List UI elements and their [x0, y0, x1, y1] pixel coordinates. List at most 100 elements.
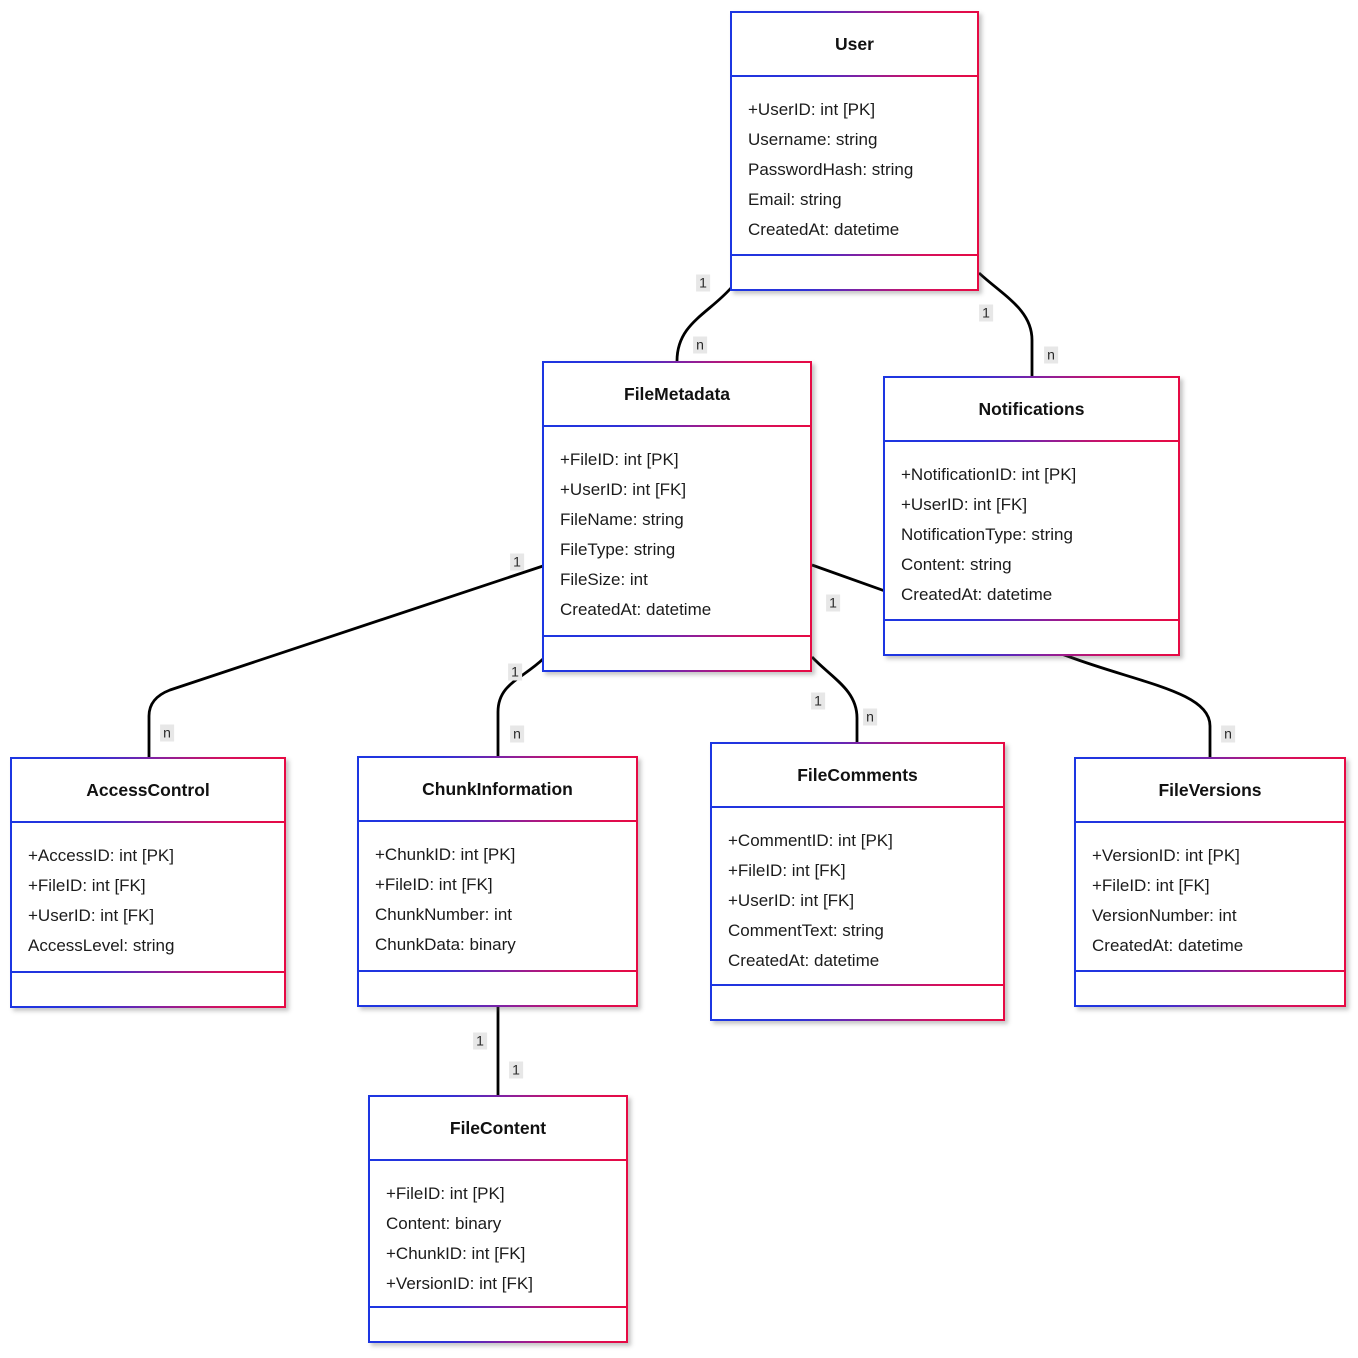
separator [732, 254, 977, 256]
entity-accesscontrol-title: AccessControl [86, 780, 210, 800]
attribute-row: CreatedAt: datetime [748, 220, 900, 239]
multiplicity-label: n [693, 336, 707, 354]
attribute-row: +NotificationID: int [PK] [901, 465, 1077, 484]
multiplicity-label: n [1221, 725, 1235, 743]
multiplicity-label: 1 [508, 663, 522, 681]
entity-chunkinformation-attributes: +ChunkID: int [PK] +FileID: int [FK] Chunk… [359, 822, 636, 970]
attribute-row: +UserID: int [FK] [560, 480, 687, 499]
attribute-row: +FileID: int [PK] [386, 1184, 505, 1203]
entity-fileversions-title: FileVersions [1158, 780, 1262, 800]
attribute-row: +FileID: int [FK] [728, 861, 846, 880]
multiplicity-label: 1 [696, 274, 710, 292]
entity-filemetadata-attributes: +FileID: int [PK] +UserID: int [FK] FileNa… [544, 427, 810, 635]
separator [370, 1306, 626, 1308]
attribute-row: +ChunkID: int [FK] [386, 1244, 526, 1263]
attribute-row: NotificationType: string [901, 525, 1073, 544]
entity-chunkinformation-title: ChunkInformation [422, 779, 573, 799]
attribute-row: CommentText: string [728, 921, 884, 940]
entity-filecomments-title: FileComments [797, 765, 918, 785]
entity-notifications-methods-empty [885, 621, 1178, 654]
entity-fileversions-methods-empty [1076, 972, 1344, 1005]
attribute-row: AccessLevel: string [28, 936, 175, 955]
attribute-row: FileSize: int [560, 570, 648, 589]
multiplicity-label: n [1044, 346, 1058, 364]
entity-chunkinformation: ChunkInformation +ChunkID: int [PK] +File… [357, 756, 638, 1007]
edge-filemetadata-fileversions [811, 563, 1212, 758]
attribute-row: PasswordHash: string [748, 160, 914, 179]
separator [359, 820, 636, 822]
attribute-row: +CommentID: int [PK] [728, 831, 893, 850]
entity-fileversions: FileVersions +VersionID: int [PK] +FileID… [1074, 757, 1346, 1007]
multiplicity-label: 1 [509, 1061, 523, 1079]
multiplicity-label: 1 [979, 304, 993, 322]
attribute-row: +FileID: int [FK] [375, 875, 493, 894]
attribute-row: +FileID: int [FK] [1092, 876, 1210, 895]
entity-fileversions-attributes: +VersionID: int [PK] +FileID: int [FK] Ver… [1076, 823, 1344, 970]
multiplicity-label: 1 [510, 553, 524, 571]
attribute-row: +FileID: int [PK] [560, 450, 679, 469]
edge-user-notifications [978, 271, 1034, 377]
attribute-row: Content: binary [386, 1214, 502, 1233]
attribute-row: +UserID: int [PK] [748, 100, 876, 119]
multiplicity-label: n [510, 725, 524, 743]
attribute-row: FileName: string [560, 510, 684, 529]
entity-filemetadata-title: FileMetadata [624, 384, 730, 404]
separator [12, 821, 284, 823]
attribute-row: CreatedAt: datetime [728, 951, 880, 970]
attribute-row: VersionNumber: int [1092, 906, 1237, 925]
attribute-row: +UserID: int [FK] [728, 891, 855, 910]
separator [1076, 821, 1344, 823]
attribute-row: Content: string [901, 555, 1012, 574]
attribute-row: FileType: string [560, 540, 676, 559]
entity-notifications-title: Notifications [978, 399, 1085, 419]
separator [544, 635, 810, 637]
attribute-row: +UserID: int [FK] [901, 495, 1028, 514]
attribute-row: CreatedAt: datetime [901, 585, 1053, 604]
separator [712, 806, 1003, 808]
attribute-row: Email: string [748, 190, 842, 209]
multiplicity-label: n [863, 708, 877, 726]
separator [359, 970, 636, 972]
separator [885, 440, 1178, 442]
attribute-row: ChunkNumber: int [375, 905, 513, 924]
entity-notifications: Notifications +NotificationID: int [PK]+… [883, 376, 1180, 656]
edge-filemetadata-chunkinformation [496, 657, 544, 757]
separator [885, 619, 1178, 621]
entity-notifications-attributes: +NotificationID: int [PK] +UserID: int [F… [885, 442, 1178, 619]
separator [370, 1159, 626, 1161]
entity-filecomments-attributes: +CommentID: int [PK] +FileID: int [FK] +Us… [712, 808, 1003, 984]
entity-filemetadata-methods-empty [544, 637, 810, 670]
entity-user-methods-empty [732, 256, 977, 289]
multiplicity-label: n [160, 724, 174, 742]
attribute-row: +VersionID: int [FK] [386, 1274, 533, 1293]
entity-accesscontrol: AccessControl +AccessID: int [PK] +FileID… [10, 757, 286, 1008]
multiplicity-label: 1 [473, 1032, 487, 1050]
attribute-row: CreatedAt: datetime [1092, 936, 1244, 955]
separator [732, 75, 977, 77]
attribute-row: +AccessID: int [PK] [28, 846, 174, 865]
entity-accesscontrol-attributes: +AccessID: int [PK]+FileID: int [FK]+Use… [12, 823, 284, 971]
attribute-row: +VersionID: int [PK] [1092, 846, 1240, 865]
entity-accesscontrol-methods-empty [12, 973, 284, 1006]
edge-filemetadata-accesscontrol [147, 564, 544, 758]
separator [712, 984, 1003, 986]
edge-user-filemetadata [675, 287, 733, 362]
entity-filecontent-methods-empty [370, 1308, 626, 1341]
entity-filecomments: FileComments +CommentID: int [PK] +FileID… [710, 742, 1005, 1021]
attribute-row: Username: string [748, 130, 878, 149]
attribute-row: ChunkData: binary [375, 935, 516, 954]
entity-filecomments-methods-empty [712, 986, 1003, 1019]
attribute-row: +ChunkID: int [PK] [375, 845, 516, 864]
entity-user-title: User [835, 34, 874, 54]
separator [12, 971, 284, 973]
separator [1076, 970, 1344, 972]
separator [544, 425, 810, 427]
multiplicity-label: 1 [826, 594, 840, 612]
attribute-row: +FileID: int [FK] [28, 876, 146, 895]
entity-chunkinformation-methods-empty [359, 972, 636, 1005]
edge-filemetadata-filecomments [810, 656, 859, 743]
